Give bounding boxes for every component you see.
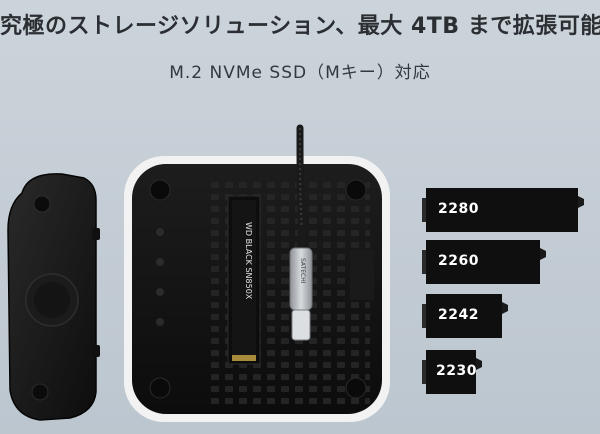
ssd-size-2280-label: 2280 [438, 201, 479, 217]
enclosure-lid [7, 173, 100, 421]
headline: 究極のストレージソリューション、最大 4TB まで拡張可能 [0, 14, 600, 39]
usb-c-cable: SATECHI [289, 124, 313, 341]
ssd-size-2260-label: 2260 [438, 253, 479, 269]
subline: M.2 NVMe SSD（Mキー）対応 [169, 63, 431, 83]
ssd-card-2280 [426, 188, 578, 232]
cable-brand-label: SATECHI [299, 258, 306, 284]
ssd-vertical-label: WD BLACK SN850X [244, 222, 253, 300]
ssd-card-2230 [426, 350, 476, 394]
ssd-card-2242 [426, 294, 502, 338]
installed-ssd: WD BLACK SN850X [227, 195, 261, 365]
ssd-size-2230-label: 2230 [436, 363, 477, 379]
ssd-size-cards [422, 188, 584, 394]
ssd-card-2260 [426, 240, 540, 284]
ssd-size-2242-label: 2242 [438, 307, 479, 323]
